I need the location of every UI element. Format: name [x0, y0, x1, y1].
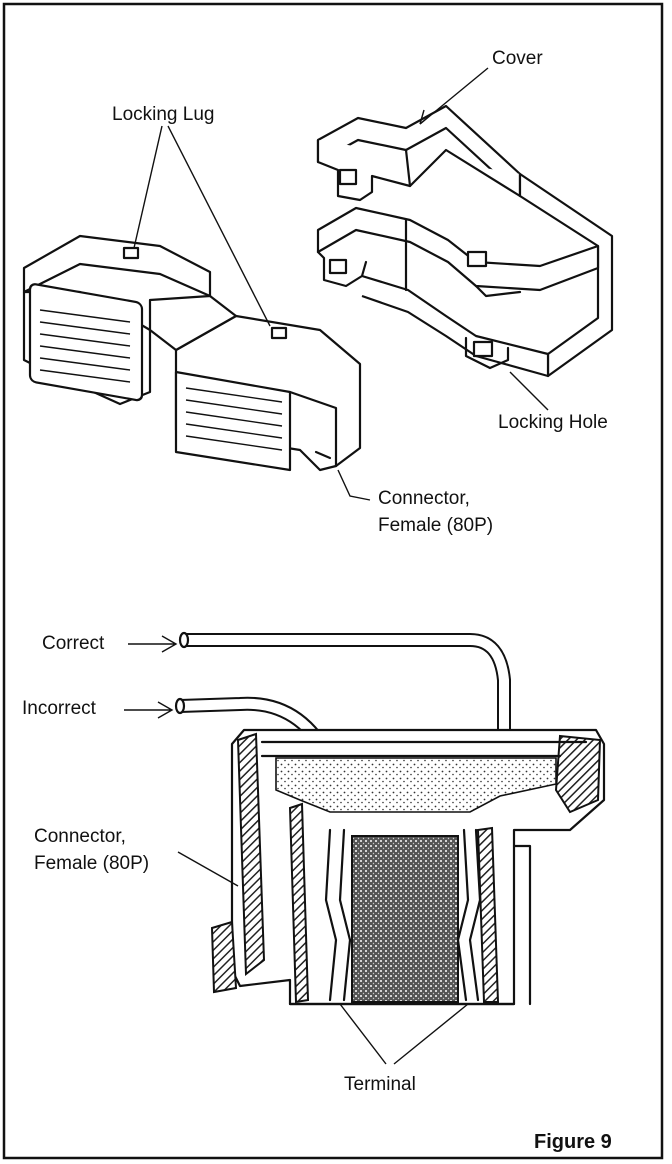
upper-diagram: Cover Locking Lug Locking Hole Connector…: [22, 48, 614, 536]
locking-hole-leader: [509, 371, 549, 411]
locking-hole-label: Locking Hole: [498, 412, 608, 433]
incorrect-arrow: [124, 701, 174, 719]
correct-label: Correct: [42, 633, 105, 654]
lower-diagram: Correct Incorrect Connector, Female (80P…: [22, 631, 606, 1095]
correct-arrow: [128, 635, 178, 653]
connector-cross-section: [210, 728, 606, 1006]
locking-lug-label: Locking Lug: [112, 104, 214, 125]
connector-label-lower-line2: Female (80P): [34, 853, 149, 874]
cover-label: Cover: [492, 48, 543, 69]
connector-leader-upper: [337, 469, 371, 501]
connector-leader-lower: [177, 851, 239, 887]
terminal-label: Terminal: [344, 1074, 416, 1095]
connector-label-line1: Connector,: [378, 488, 470, 509]
incorrect-label: Incorrect: [22, 698, 97, 719]
terminal-leader-2: [393, 1003, 469, 1065]
locking-lug-leader-1: [133, 125, 163, 249]
figure-caption: Figure 9: [534, 1131, 612, 1153]
connector-label-lower-line1: Connector,: [34, 826, 126, 847]
connector-label-line2: Female (80P): [378, 515, 493, 536]
correct-wire-fill: [184, 635, 509, 868]
terminal-core: [351, 835, 459, 1003]
terminal-leader-1: [339, 1003, 387, 1065]
cover-drawing: [316, 104, 614, 378]
cover-leader-arrow: [419, 109, 433, 125]
locking-lug-leader-2: [167, 125, 271, 327]
female-connector-drawing: [22, 234, 362, 472]
